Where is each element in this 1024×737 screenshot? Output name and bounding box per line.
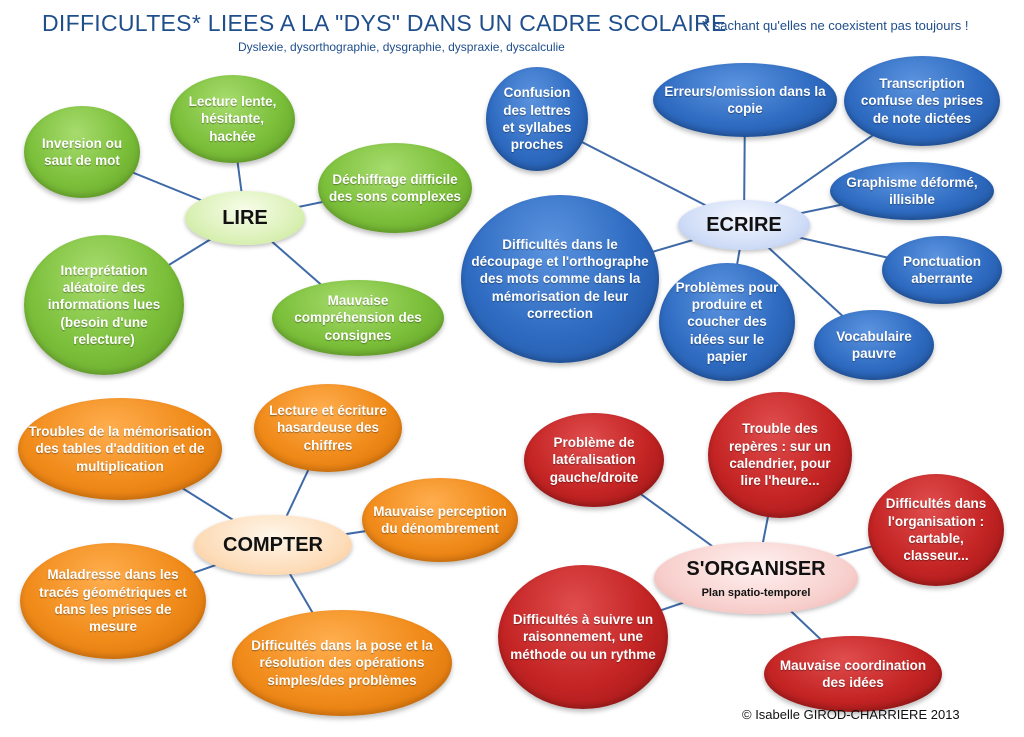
lire-node-3: Déchiffrage difficile des sons complexes [318,143,472,233]
hub-organiser-sublabel: Plan spatio-temporel [701,586,811,599]
compter-node-5: Difficultés dans la pose et la résolutio… [232,610,452,716]
hub-ecrire: ECRIRE [678,200,810,250]
page-subtitle: Dyslexie, dysorthographie, dysgraphie, d… [238,40,565,54]
page-title: DIFFICULTES* LIEES A LA "DYS" DANS UN CA… [42,10,727,36]
ecrire-node-4: Graphisme déformé, illisible [830,162,994,220]
ecrire-node-1: Confusion des lettres et syllabes proche… [486,67,588,171]
compter-node-3: Mauvaise perception du dénombrement [362,478,518,562]
ecrire-node-7: Problèmes pour produire et coucher des i… [659,263,795,381]
copyright-text: © Isabelle GIROD-CHARRIERE 2013 [742,707,960,722]
ecrire-node-6: Vocabulaire pauvre [814,310,934,380]
lire-node-4: Interprétation aléatoire des information… [24,235,184,375]
ecrire-node-2: Erreurs/omission dans la copie [653,63,837,137]
hub-organiser: S'ORGANISER Plan spatio-temporel [654,542,858,614]
ecrire-node-8: Difficultés dans le découpage et l'ortho… [461,195,659,363]
organiser-node-2: Trouble des repères : sur un calendrier,… [708,392,852,518]
ecrire-node-5: Ponctuation aberrante [882,236,1002,304]
organiser-node-4: Difficultés à suivre un raisonnement, un… [498,565,668,709]
lire-node-1: Lecture lente, hésitante, hachée [170,75,295,163]
title-note: *sachant qu'elles ne coexistent pas touj… [702,16,969,39]
ecrire-node-3: Transcription confuse des prises de note… [844,56,1000,146]
compter-node-4: Maladresse dans les tracés géométriques … [20,543,206,659]
hub-compter: COMPTER [194,515,352,575]
hub-lire: LIRE [185,191,305,245]
lire-node-2: Inversion ou saut de mot [24,106,140,198]
note-text: sachant qu'elles ne coexistent pas toujo… [713,18,969,33]
organiser-node-3: Difficultés dans l'organisation : cartab… [868,474,1004,586]
compter-node-2: Lecture et écriture hasardeuse des chiff… [254,384,402,472]
compter-node-1: Troubles de la mémorisation des tables d… [18,398,222,500]
organiser-node-5: Mauvaise coordination des idées [764,636,942,712]
hub-compter-label: COMPTER [223,533,323,556]
organiser-node-1: Problème de latéralisation gauche/droite [524,413,664,507]
note-star: * [702,16,710,38]
hub-ecrire-label: ECRIRE [706,213,782,236]
hub-organiser-label: S'ORGANISER [686,557,826,580]
lire-node-5: Mauvaise compréhension des consignes [272,280,444,356]
hub-lire-label: LIRE [222,206,268,229]
